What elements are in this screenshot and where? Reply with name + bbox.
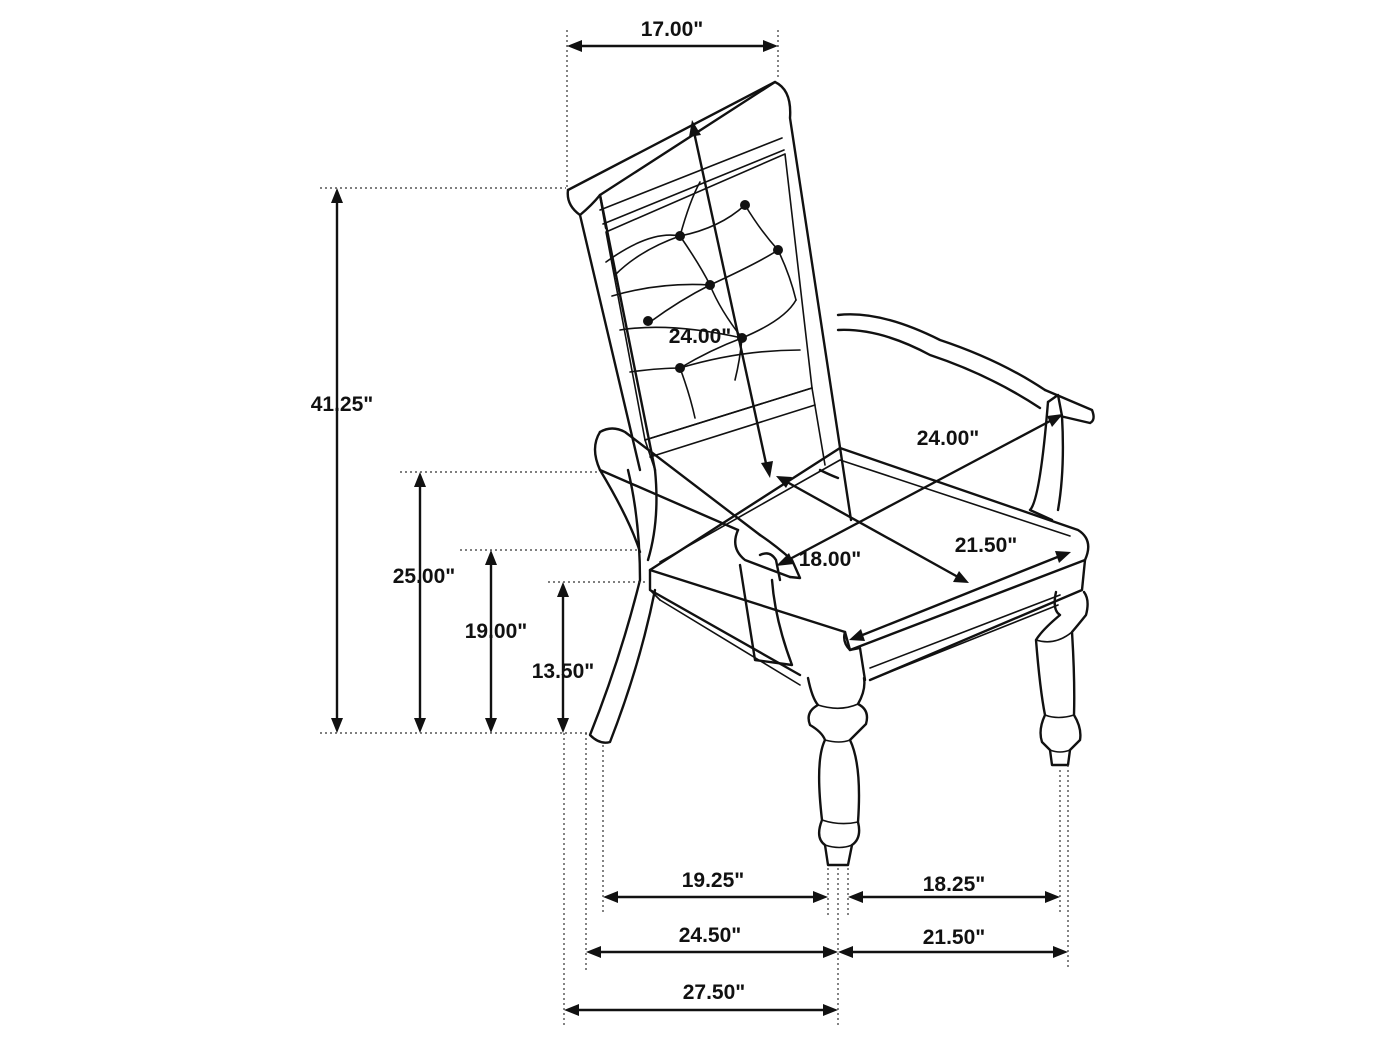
arrowhead-icon <box>849 629 865 641</box>
label-arm-width-side: 21.50" <box>923 926 986 949</box>
arrowhead-icon <box>414 718 426 733</box>
arrowhead-icon <box>953 571 969 583</box>
tuft-button-icon <box>643 316 653 326</box>
arrowhead-icon <box>414 472 426 487</box>
arrowhead-icon <box>761 461 773 478</box>
chair-drawing <box>566 80 1095 867</box>
chair-back-left-leg <box>588 468 658 744</box>
arrowhead-icon <box>331 718 343 733</box>
extension-lines <box>320 30 1069 1028</box>
arrowhead-icon <box>823 1004 838 1016</box>
chair-front-left-leg <box>806 676 869 867</box>
arrowhead-icon <box>567 40 582 52</box>
chair-seat <box>648 446 1090 686</box>
arrowhead-icon <box>823 946 838 958</box>
arrowhead-icon <box>557 582 569 597</box>
arrowhead-icon <box>1053 946 1068 958</box>
dim-line-back-height <box>692 131 769 469</box>
label-inner-width-side: 18.25" <box>923 873 986 896</box>
label-seat-height: 19.00" <box>465 620 528 643</box>
arrowhead-icon <box>1055 551 1071 563</box>
tuft-button-icon <box>675 363 685 373</box>
tuft-button-icon <box>675 231 685 241</box>
arrowhead-icon <box>1045 891 1060 903</box>
arrowhead-icon <box>763 40 778 52</box>
chair-right-arm <box>818 313 1095 522</box>
label-overall-height: 41.25" <box>311 393 374 416</box>
label-back-height: 24.00" <box>669 325 732 348</box>
arrowhead-icon <box>564 1004 579 1016</box>
dimension-labels: 17.00" 41.25" 25.00" 19.00" 13.50" 24.00… <box>311 18 1018 1004</box>
arrowhead-icon <box>848 891 863 903</box>
tuft-button-icon <box>773 245 783 255</box>
dimension-arrows <box>331 40 1071 1016</box>
chair-backrest <box>566 80 853 522</box>
dim-line-seat-width <box>859 554 1061 638</box>
label-seat-width: 21.50" <box>955 534 1018 557</box>
tuft-button-icon <box>740 200 750 210</box>
tuft-button-icon <box>705 280 715 290</box>
arrowhead-icon <box>1047 414 1063 427</box>
label-overall-width: 27.50" <box>683 981 746 1004</box>
arrowhead-icon <box>557 718 569 733</box>
arrowhead-icon <box>689 120 701 137</box>
chair-front-right-leg <box>1034 590 1089 767</box>
arrowhead-icon <box>331 188 343 203</box>
arrowhead-icon <box>813 891 828 903</box>
arrowhead-icon <box>485 718 497 733</box>
label-seat-diagonal: 24.00" <box>917 427 980 450</box>
label-arm-height: 25.00" <box>393 565 456 588</box>
dim-line-seat-depth <box>786 480 959 579</box>
label-top-width: 17.00" <box>641 18 704 41</box>
arrowhead-icon <box>603 891 618 903</box>
label-seat-depth: 18.00" <box>799 548 862 571</box>
label-arm-width-front: 24.50" <box>679 924 742 947</box>
dim-line-seat-diagonal <box>787 418 1053 562</box>
arrowhead-icon <box>586 946 601 958</box>
arrowhead-icon <box>485 550 497 565</box>
arrowhead-icon <box>776 476 792 488</box>
label-apron-height: 13.50" <box>532 660 595 683</box>
arrowhead-icon <box>776 553 794 566</box>
arrowhead-icon <box>838 946 853 958</box>
label-inner-width-front: 19.25" <box>682 869 745 892</box>
